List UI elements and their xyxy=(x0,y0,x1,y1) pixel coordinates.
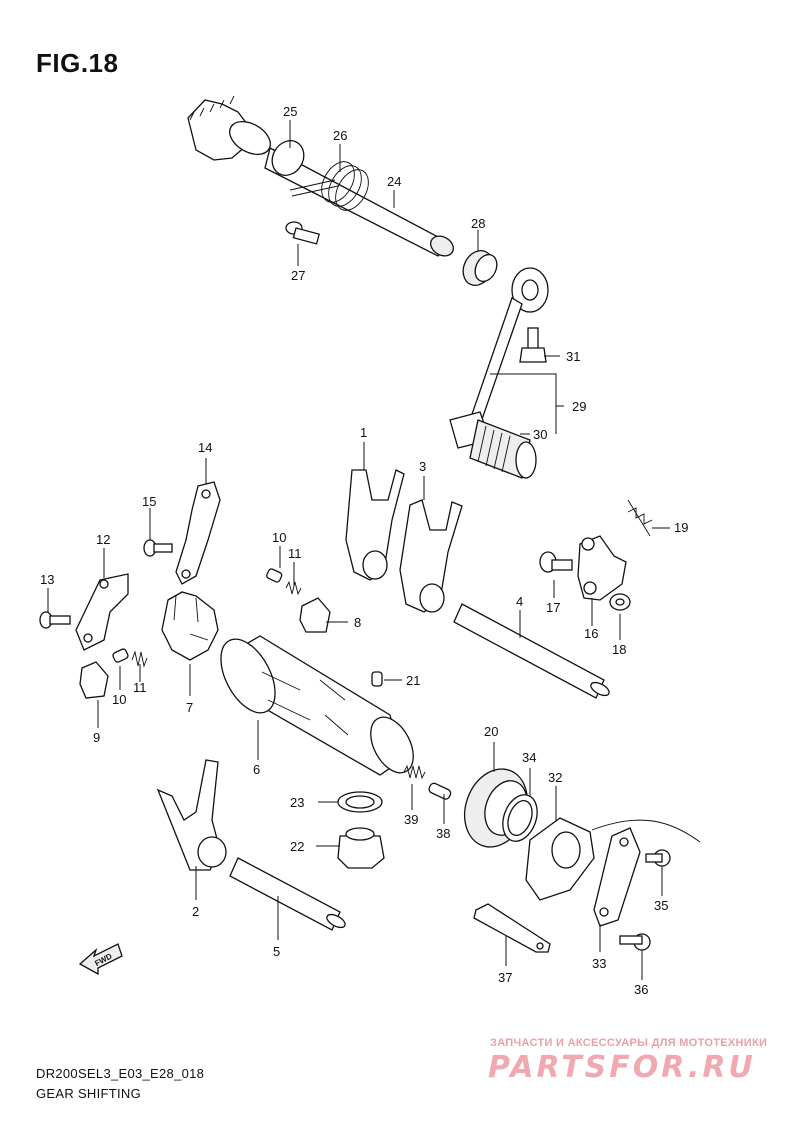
callout-1: 1 xyxy=(360,425,367,440)
switch-housing-part-32 xyxy=(525,817,701,901)
callout-10-upper: 10 xyxy=(272,530,286,545)
callout-24: 24 xyxy=(387,174,401,189)
callout-15: 15 xyxy=(142,494,156,509)
callout-17: 17 xyxy=(546,600,560,615)
screw-part-13 xyxy=(39,611,71,629)
callout-13: 13 xyxy=(40,572,54,587)
callout-5: 5 xyxy=(273,944,280,959)
callout-2: 2 xyxy=(192,904,199,919)
callout-27: 27 xyxy=(291,268,305,283)
callout-32: 32 xyxy=(548,770,562,785)
gearshift-shaft-part-24 xyxy=(264,147,454,257)
callout-23: 23 xyxy=(290,795,304,810)
callout-6: 6 xyxy=(253,762,260,777)
pawl-lifter-part-12 xyxy=(75,573,129,651)
callout-36: 36 xyxy=(634,982,648,997)
callout-14: 14 xyxy=(198,440,212,455)
model-code: DR200SEL3_E03_E28_018 xyxy=(36,1066,205,1081)
pin-part-10-upper xyxy=(266,568,283,583)
pin-part-21 xyxy=(371,671,383,687)
spring-part-39 xyxy=(403,764,426,780)
callout-33: 33 xyxy=(592,956,606,971)
washer-part-18 xyxy=(609,593,631,611)
gearshift-cam-part-6 xyxy=(220,635,414,776)
gearshift-fork-part-2 xyxy=(156,759,227,871)
callout-18: 18 xyxy=(612,642,626,657)
cam-guide-part-14 xyxy=(175,481,221,585)
cam-driven-gear-part-7 xyxy=(161,591,219,661)
gearshift-fork-part-1 xyxy=(345,469,405,581)
callout-20: 20 xyxy=(484,724,498,739)
callout-16: 16 xyxy=(584,626,598,641)
callout-11-upper: 11 xyxy=(288,546,302,561)
callout-3: 3 xyxy=(419,459,426,474)
callout-25: 25 xyxy=(283,104,297,119)
plug-part-22 xyxy=(337,827,385,869)
callout-4: 4 xyxy=(516,594,523,609)
callout-21: 21 xyxy=(406,673,420,688)
callout-35: 35 xyxy=(654,898,668,913)
callout-22: 22 xyxy=(290,839,304,854)
callout-8: 8 xyxy=(354,615,361,630)
callout-12: 12 xyxy=(96,532,110,547)
watermark-logo: PARTSFOR.RU xyxy=(488,1050,756,1085)
callout-19: 19 xyxy=(674,520,688,535)
callout-11-lower: 11 xyxy=(133,680,147,695)
callout-38: 38 xyxy=(436,826,450,841)
callout-9: 9 xyxy=(93,730,100,745)
return-spring-part-26 xyxy=(289,161,369,211)
fork-shaft-part-4 xyxy=(453,603,610,699)
section-name: GEAR SHIFTING xyxy=(36,1086,142,1101)
gearshift-fork-part-3 xyxy=(399,499,463,613)
clamp-part-37 xyxy=(473,903,551,953)
callout-39: 39 xyxy=(404,812,418,827)
pawl-part-8 xyxy=(299,597,331,633)
o-ring-part-23 xyxy=(337,791,383,813)
figure-title: FIG.18 xyxy=(36,48,119,78)
spring-part-19 xyxy=(627,499,653,537)
screw-part-36 xyxy=(619,933,651,951)
callout-31: 31 xyxy=(566,349,580,364)
screw-part-15 xyxy=(143,539,173,557)
callout-26: 26 xyxy=(333,128,347,143)
callout-28: 28 xyxy=(471,216,485,231)
callout-labels: 25 26 24 27 28 31 29 30 1 3 14 15 12 13 … xyxy=(40,104,688,997)
pin-bolt-part-27 xyxy=(285,221,320,245)
callout-37: 37 xyxy=(498,970,512,985)
watermark-tagline: ЗАПЧАСТИ И АКСЕССУАРЫ ДЛЯ МОТОТЕХНИКИ xyxy=(490,1037,768,1049)
callout-30: 30 xyxy=(533,427,547,442)
pin-part-10-lower xyxy=(112,648,129,663)
o-ring-part-34 xyxy=(502,794,538,842)
clamp-part-33 xyxy=(593,827,641,927)
bolt-part-31 xyxy=(519,327,547,363)
callout-7: 7 xyxy=(186,700,193,715)
callout-29: 29 xyxy=(572,399,586,414)
spring-part-11-lower xyxy=(131,650,148,668)
fork-shaft-part-5 xyxy=(229,857,346,931)
callout-34: 34 xyxy=(522,750,536,765)
callout-10-lower: 10 xyxy=(112,692,126,707)
oil-seal-part-28 xyxy=(462,249,498,287)
contact-pin-part-38 xyxy=(428,782,452,800)
leader-lines xyxy=(47,120,670,980)
shift-arm-part-25 xyxy=(187,95,305,176)
spring-part-11-upper xyxy=(285,580,302,596)
bolt-part-17 xyxy=(539,551,573,573)
pawl-part-9 xyxy=(79,661,109,699)
lever-rubber-part-30 xyxy=(469,419,537,479)
cam-stopper-part-16 xyxy=(577,535,627,601)
forward-direction-arrow-icon: FWD xyxy=(78,943,123,976)
screw-part-35 xyxy=(645,849,671,867)
